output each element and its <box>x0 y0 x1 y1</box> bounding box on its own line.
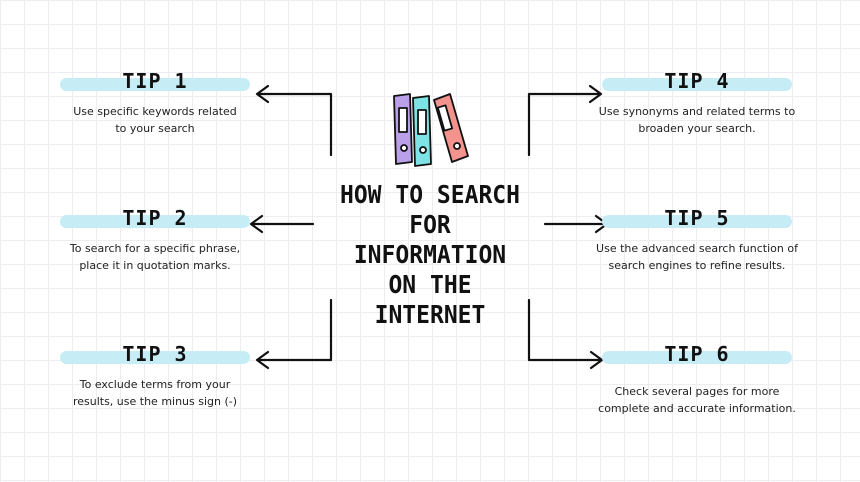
tip-4-card: TIP 4 Use synonyms and related terms to … <box>582 66 812 137</box>
tip-2-title: TIP 2 <box>122 206 188 230</box>
arrow-tip-4 <box>527 84 603 157</box>
tip-3-highlight: TIP 3 <box>40 339 270 369</box>
tip-2-line-2: place it in quotation marks. <box>79 259 231 272</box>
tip-2-line-1: To search for a specific phrase, <box>69 242 241 255</box>
tip-2-highlight: TIP 2 <box>40 203 270 233</box>
tip-5-card: TIP 5 Use the advanced search function o… <box>582 203 812 274</box>
tip-1-title: TIP 1 <box>122 69 188 93</box>
tip-4-text: Use synonyms and related terms to broade… <box>582 103 812 137</box>
tip-1-text: Use specific keywords related to your se… <box>40 103 270 137</box>
tip-4-line-1: Use synonyms and related terms to <box>598 105 796 118</box>
tip-1-card: TIP 1 Use specific keywords related to y… <box>40 66 270 137</box>
tip-5-title: TIP 5 <box>664 206 730 230</box>
arrow-tip-1 <box>255 84 333 157</box>
tip-5-line-2: search engines to refine results. <box>608 259 786 272</box>
tip-4-highlight: TIP 4 <box>582 66 812 96</box>
title-line-3: ON THE INTERNET <box>374 270 486 329</box>
page-title: HOW TO SEARCH FOR INFORMATION ON THE INT… <box>329 180 531 330</box>
tip-1-line-2: to your search <box>115 122 195 135</box>
tip-3-line-2: results, use the minus sign (-) <box>72 395 238 408</box>
tip-5-highlight: TIP 5 <box>582 203 812 233</box>
arrow-tip-2 <box>249 214 315 234</box>
tip-5-line-1: Use the advanced search function of <box>596 242 798 255</box>
tip-5-text: Use the advanced search function of sear… <box>582 240 812 274</box>
tip-2-card: TIP 2 To search for a specific phrase, p… <box>40 203 270 274</box>
tip-2-text: To search for a specific phrase, place i… <box>40 240 270 274</box>
tip-6-card: TIP 6 Check several pages for more compl… <box>582 339 812 417</box>
tip-6-line-1: Check several pages for more <box>614 385 780 398</box>
tip-6-highlight: TIP 6 <box>582 339 812 369</box>
tip-3-title: TIP 3 <box>122 342 188 366</box>
tip-3-line-1: To exclude terms from your <box>79 378 231 391</box>
binders-icon <box>393 93 469 167</box>
arrow-tip-3 <box>255 298 333 370</box>
tip-6-title: TIP 6 <box>664 342 730 366</box>
tip-4-title: TIP 4 <box>664 69 730 93</box>
tip-1-line-1: Use specific keywords related <box>73 105 237 118</box>
tip-3-text: To exclude terms from your results, use … <box>40 376 270 410</box>
title-line-2: FOR INFORMATION <box>353 210 507 269</box>
tip-6-line-2: complete and accurate information. <box>598 402 796 415</box>
tip-6-text: Check several pages for more complete an… <box>582 383 812 417</box>
title-line-1: HOW TO SEARCH <box>339 180 521 209</box>
tip-1-highlight: TIP 1 <box>40 66 270 96</box>
tip-3-card: TIP 3 To exclude terms from your results… <box>40 339 270 410</box>
tip-4-line-2: broaden your search. <box>638 122 756 135</box>
